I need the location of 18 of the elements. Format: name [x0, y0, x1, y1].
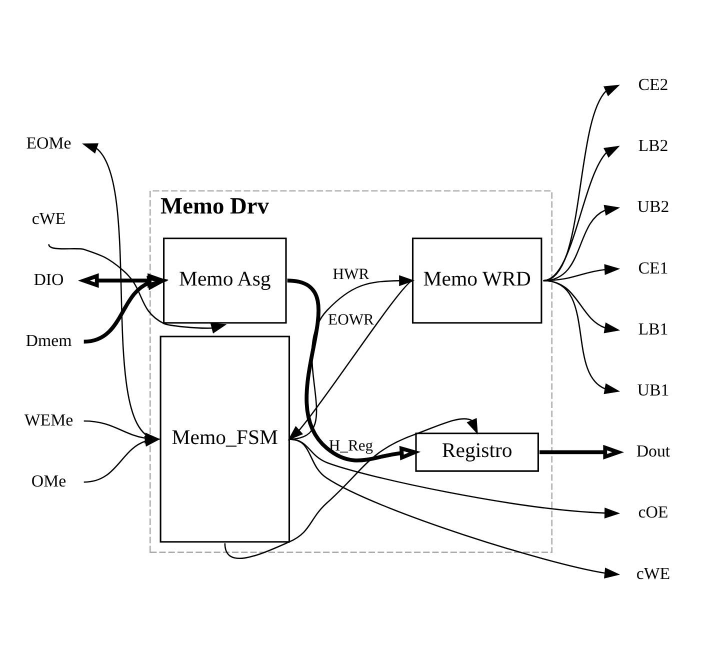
node-text: CE1	[638, 258, 668, 278]
node-text: Dmem	[26, 331, 72, 350]
node-text: Dout	[636, 442, 670, 461]
node-text: UB1	[637, 380, 670, 400]
node-text: cOE	[638, 502, 668, 522]
node-text: DIO	[34, 270, 64, 290]
node-text: OMe	[31, 472, 66, 491]
node-text: WEMe	[24, 410, 74, 430]
edge-label: H_Reg	[328, 437, 374, 454]
edge-label: EOWR	[328, 311, 374, 328]
node-text: LB2	[638, 136, 668, 156]
node-text: EOMe	[26, 134, 72, 153]
edge-label: HWR	[332, 266, 370, 283]
node-text: cWE	[32, 208, 66, 228]
node-text: cWE	[636, 564, 670, 583]
node-text: LB1	[638, 319, 668, 338]
node-text: CE2	[638, 75, 668, 94]
node-text: UB2	[637, 197, 670, 216]
